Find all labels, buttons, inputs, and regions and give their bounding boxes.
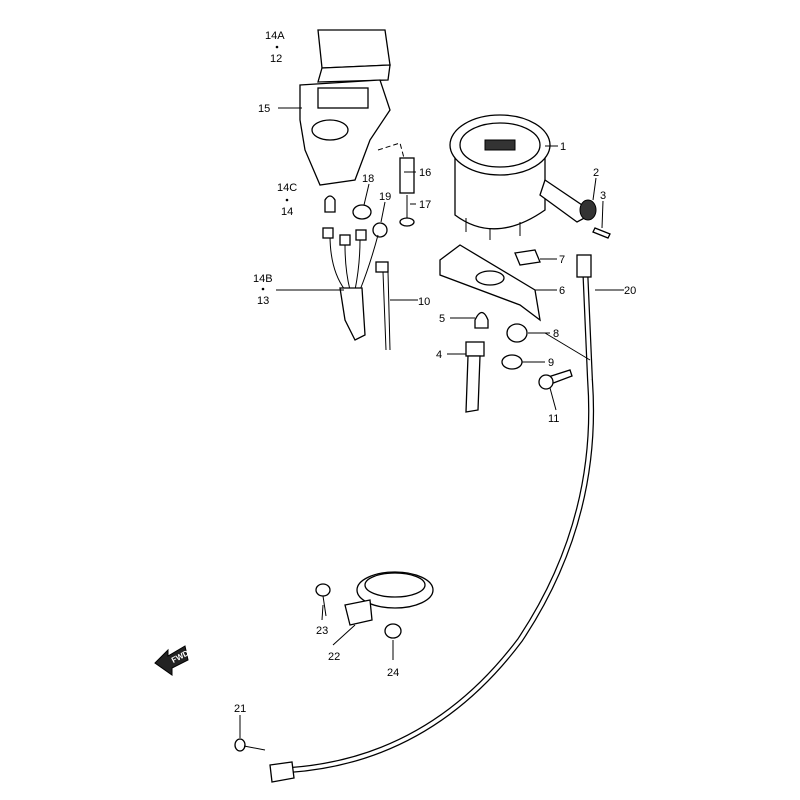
label-14A: 14A <box>265 30 285 42</box>
part-20-cable <box>269 254 595 783</box>
dot <box>261 287 265 291</box>
label-14: 14 <box>281 206 293 218</box>
label-7: 7 <box>559 254 565 266</box>
part-9-nut <box>501 354 523 370</box>
part-1-meter <box>449 114 551 240</box>
label-23: 23 <box>316 625 328 637</box>
label-15: 15 <box>258 103 270 115</box>
part-7-cushion <box>514 249 541 266</box>
part-19-bulb <box>372 222 388 238</box>
part-13-wire-harness <box>322 227 379 341</box>
label-17: 17 <box>419 199 431 211</box>
label-2: 2 <box>593 167 599 179</box>
leader-lines <box>239 107 624 738</box>
label-18: 18 <box>362 173 374 185</box>
part-18-grommet <box>352 204 372 220</box>
part-17-screw <box>399 195 415 227</box>
label-14C: 14C <box>277 182 297 194</box>
part-22-clamp <box>344 571 434 626</box>
label-22: 22 <box>328 651 340 663</box>
label-8: 8 <box>553 328 559 340</box>
part-21-bolt <box>234 738 266 752</box>
fwd-arrow-icon: FWD <box>154 645 191 676</box>
label-1: 1 <box>560 141 566 153</box>
label-3: 3 <box>600 190 606 202</box>
label-21: 21 <box>234 703 246 715</box>
part-16-collar <box>399 157 415 194</box>
label-19: 19 <box>379 191 391 203</box>
part-11-bolt <box>538 369 573 390</box>
part-12-cap <box>317 29 391 83</box>
label-6: 6 <box>559 285 565 297</box>
part-23-bolt <box>315 583 331 617</box>
callout-labels: 14A 12 15 1 2 3 16 17 18 19 14C 14 14B 1… <box>234 30 636 715</box>
part-3-screw <box>592 227 611 239</box>
label-16: 16 <box>419 167 431 179</box>
label-24: 24 <box>387 667 399 679</box>
part-2-knob <box>539 178 597 223</box>
label-13: 13 <box>257 295 269 307</box>
part-10-cable-tie <box>375 261 391 351</box>
part-14-bulb <box>324 195 336 213</box>
part-5-bulb <box>474 311 489 329</box>
part-24-nut <box>384 623 402 639</box>
label-9: 9 <box>548 357 554 369</box>
label-10: 10 <box>418 296 430 308</box>
dot <box>275 45 279 49</box>
label-14B: 14B <box>253 273 273 285</box>
label-4: 4 <box>436 349 442 361</box>
part-15-housing <box>299 79 391 186</box>
dot <box>285 198 289 202</box>
label-11: 11 <box>548 413 559 425</box>
part-4-socket <box>465 341 485 413</box>
part-8-grommet <box>506 323 528 343</box>
label-5: 5 <box>439 313 445 325</box>
label-12: 12 <box>270 53 282 65</box>
label-20: 20 <box>624 285 636 297</box>
